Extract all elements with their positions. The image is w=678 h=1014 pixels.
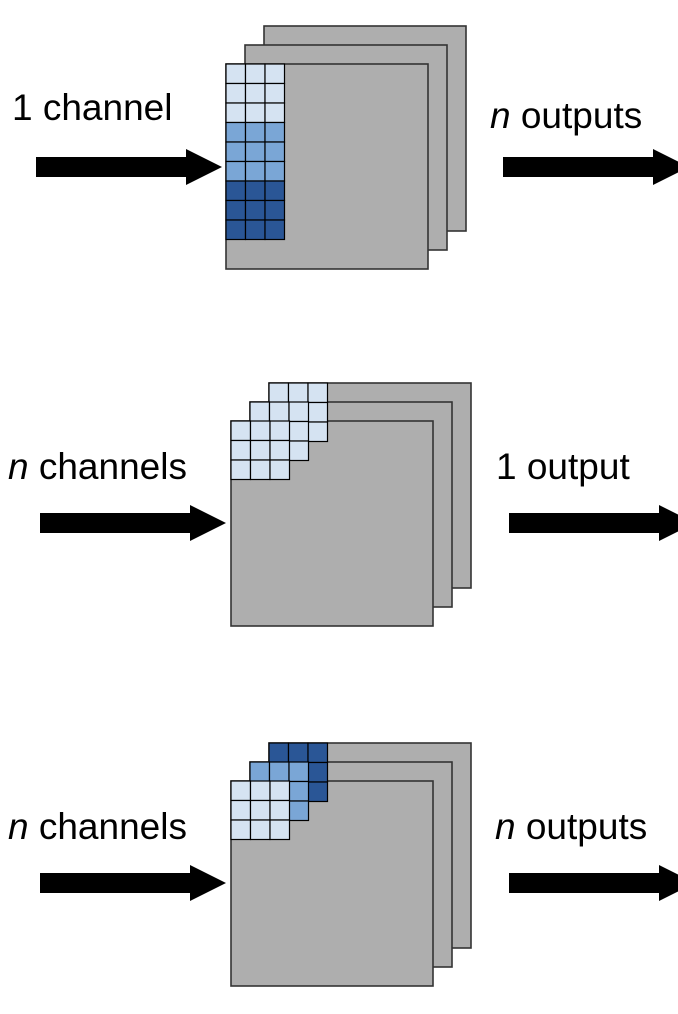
filter-cell xyxy=(249,459,271,481)
filter-cell xyxy=(288,761,310,783)
filter-cell xyxy=(244,82,266,104)
filter-cell xyxy=(264,82,286,104)
filter-cell xyxy=(264,219,286,241)
filter-cell xyxy=(225,102,247,124)
filter-cell xyxy=(268,761,290,783)
filter-cell xyxy=(225,219,247,241)
filter-cell xyxy=(244,102,266,124)
filter-cell xyxy=(264,180,286,202)
filter-cell xyxy=(249,401,271,423)
filter-cell xyxy=(264,121,286,143)
filter-cell xyxy=(288,800,310,822)
filter-cell xyxy=(249,420,271,442)
filter-cell xyxy=(307,421,329,443)
output-arrow xyxy=(509,505,678,541)
filter-cell xyxy=(249,799,271,821)
row2-right-label: 1 output xyxy=(496,446,630,487)
filter-cell xyxy=(244,219,266,241)
filter-cell xyxy=(269,819,291,841)
output-arrow xyxy=(509,865,678,901)
filter-cell xyxy=(264,102,286,124)
filter-cell xyxy=(249,439,271,461)
filter-cell xyxy=(307,742,329,764)
filter-cell xyxy=(230,439,252,461)
filter-cell xyxy=(249,780,271,802)
filter-cell xyxy=(230,459,252,481)
filter-cell xyxy=(287,742,309,764)
filter-cell xyxy=(244,199,266,221)
filter-cell xyxy=(244,160,266,182)
input-arrow xyxy=(36,149,222,185)
filter-cell xyxy=(244,63,266,85)
input-arrow xyxy=(40,865,226,901)
filter-cell xyxy=(307,382,329,404)
row1-right-label: n outputs xyxy=(490,95,643,136)
row3-right-label: n outputs xyxy=(495,806,648,847)
filter-cell xyxy=(288,420,310,442)
filter-cell xyxy=(269,799,291,821)
filter-cell xyxy=(225,121,247,143)
filter-cell xyxy=(225,63,247,85)
filter-cell xyxy=(249,819,271,841)
filter-cell xyxy=(268,742,290,764)
row2-left-label: n channels xyxy=(8,446,187,487)
filter-cell xyxy=(225,180,247,202)
filter-cell xyxy=(288,401,310,423)
filter-cell xyxy=(288,780,310,802)
filter-cell xyxy=(307,761,329,783)
filter-cell xyxy=(249,761,271,783)
filter-cell xyxy=(244,121,266,143)
filter-cell xyxy=(230,799,252,821)
filter-cell xyxy=(269,780,291,802)
output-arrow xyxy=(503,149,678,185)
filter-cell xyxy=(264,199,286,221)
filter-cell xyxy=(269,439,291,461)
filter-cell xyxy=(288,440,310,462)
filter-cell xyxy=(225,82,247,104)
filter-cell xyxy=(230,420,252,442)
row1-left-label: 1 channel xyxy=(12,87,173,128)
filter-cell xyxy=(268,401,290,423)
filter-cell xyxy=(264,141,286,163)
input-arrow xyxy=(40,505,226,541)
filter-cell xyxy=(225,160,247,182)
filter-cell xyxy=(264,160,286,182)
filter-cell xyxy=(307,781,329,803)
row3-left-label: n channels xyxy=(8,806,187,847)
filter-cell xyxy=(264,63,286,85)
filter-cell xyxy=(268,382,290,404)
filter-cell xyxy=(307,401,329,423)
filter-cell xyxy=(269,420,291,442)
filter-cell xyxy=(244,180,266,202)
filter-cell xyxy=(269,459,291,481)
filter-cell xyxy=(230,819,252,841)
filter-cell xyxy=(244,141,266,163)
filter-cell xyxy=(225,199,247,221)
filter-cell xyxy=(230,780,252,802)
filter-cell xyxy=(287,382,309,404)
filter-cell xyxy=(225,141,247,163)
